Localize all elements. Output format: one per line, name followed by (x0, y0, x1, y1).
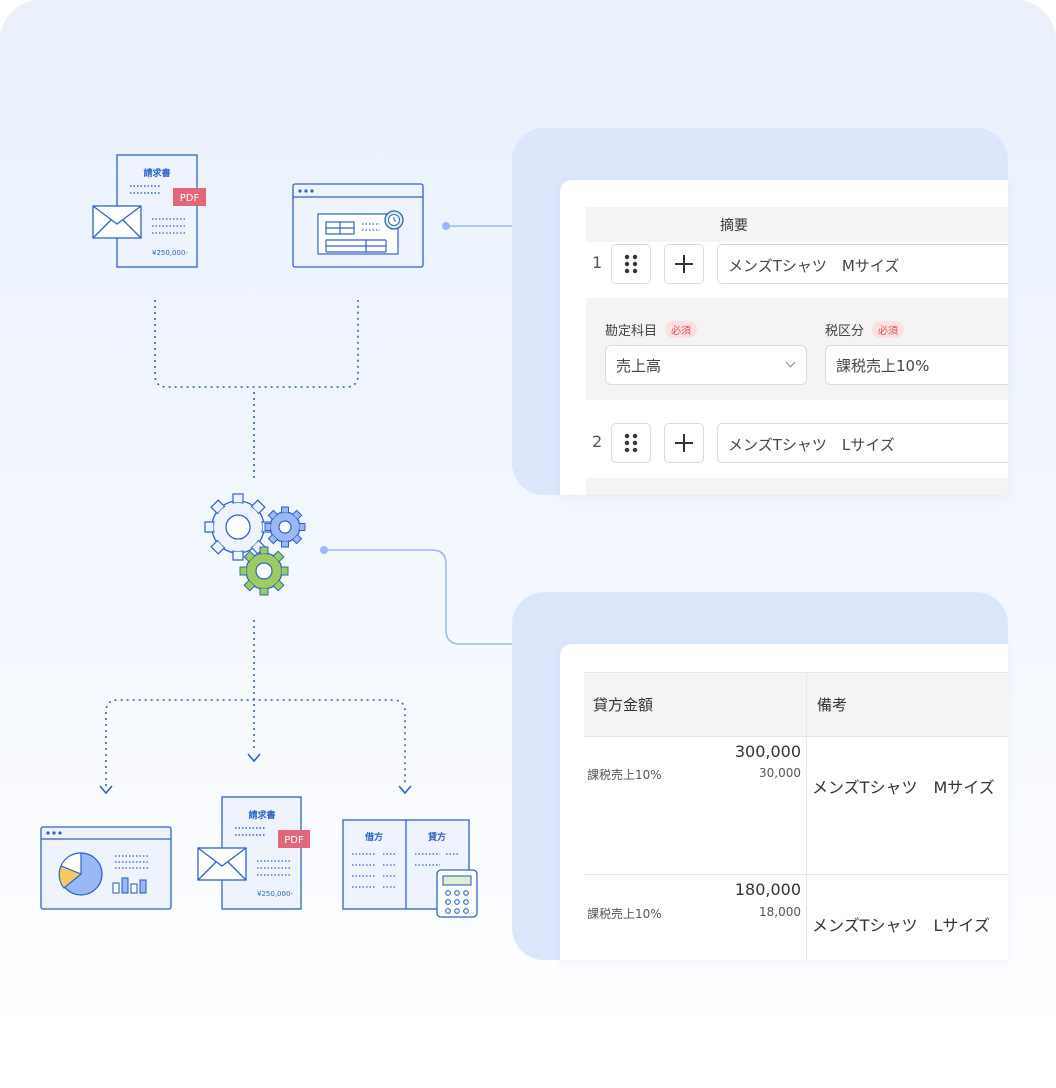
account-label: 勘定科目必須 (605, 320, 698, 339)
row-number: 1 (592, 253, 603, 272)
description-input[interactable]: メンズTシャツ Mサイズ (717, 244, 1008, 284)
credit-table-header (584, 672, 1008, 736)
plus-icon (675, 434, 693, 452)
drag-grip-icon (624, 254, 638, 274)
journal-row-1: 1 メンズTシャツ Mサイズ (586, 241, 1008, 287)
output-pdf-badge: PDF (284, 835, 304, 846)
credit-amount-column-header: 貸方金額 (593, 696, 654, 714)
tax-label-text: 税区分 (825, 324, 865, 339)
tax-required-badge: 必須 (872, 321, 905, 338)
journal-row-2: 2 メンズTシャツ Lサイズ (586, 420, 1008, 466)
account-value: 売上高 (616, 357, 662, 375)
invoice-title: 請求書 (143, 167, 170, 179)
chevron-down-icon (785, 357, 796, 368)
gears-icon (204, 493, 306, 596)
tax-category: 課税売上10% (587, 907, 662, 921)
output-invoice-amount: ¥250,000- (257, 890, 293, 898)
invoice-envelope-icon: 請求書 PDF ¥250,000- (92, 154, 206, 268)
credit-amount: 300,000 (734, 742, 801, 761)
memo-text: メンズTシャツ Lサイズ (812, 916, 990, 935)
drag-handle-button[interactable] (611, 423, 651, 463)
journal-entry-card: 摘要 1 メンズTシャツ Mサイズ 勘定科目必須 売上高 税区分必須 課税売上1… (560, 180, 1008, 495)
tax-category: 課税売上10% (587, 768, 662, 782)
memo-text: メンズTシャツ Mサイズ (812, 778, 995, 797)
tax-category-value: 課税売上10% (836, 357, 930, 375)
pdf-badge: PDF (180, 193, 200, 204)
row-1-details: 勘定科目必須 売上高 税区分必須 課税売上10% (586, 298, 1008, 400)
account-required-badge: 必須 (665, 321, 698, 338)
add-row-button[interactable] (664, 423, 704, 463)
tax-label: 税区分必須 (825, 320, 905, 339)
column-divider (806, 672, 807, 960)
drag-grip-icon (624, 433, 638, 453)
output-invoice-envelope-icon: 請求書 PDF ¥250,000- (197, 796, 310, 910)
add-row-button[interactable] (664, 244, 704, 284)
ledger-debit-label: 借方 (364, 831, 383, 843)
tax-amount: 30,000 (759, 766, 801, 780)
summary-column-header: 摘要 (720, 218, 748, 234)
journal-table-header: 摘要 (586, 207, 1008, 242)
tax-category-select[interactable]: 課税売上10% (825, 345, 1008, 385)
invoice-amount: ¥250,000- (152, 249, 188, 257)
row-number: 2 (592, 432, 603, 451)
browser-window-icon (292, 183, 424, 268)
table-border (584, 736, 1008, 737)
ledger-credit-label: 貸方 (428, 831, 446, 843)
table-border (584, 874, 1008, 875)
account-label-text: 勘定科目 (605, 324, 658, 339)
ledger-calculator-icon: 借方 貸方 (342, 819, 478, 918)
credit-amount: 180,000 (734, 880, 801, 899)
tax-amount: 18,000 (759, 905, 801, 919)
plus-icon (675, 255, 693, 273)
account-select[interactable]: 売上高 (605, 345, 807, 385)
table-border (584, 672, 1008, 673)
description-input[interactable]: メンズTシャツ Lサイズ (717, 423, 1008, 463)
credit-table-card: 貸方金額 備考 300,000 課税売上10% 30,000 メンズTシャツ M… (560, 644, 1008, 960)
row-2-details (586, 478, 1008, 495)
output-invoice-title: 請求書 (248, 809, 275, 821)
analytics-window-icon (40, 826, 172, 910)
drag-handle-button[interactable] (611, 244, 651, 284)
memo-column-header: 備考 (817, 696, 848, 714)
